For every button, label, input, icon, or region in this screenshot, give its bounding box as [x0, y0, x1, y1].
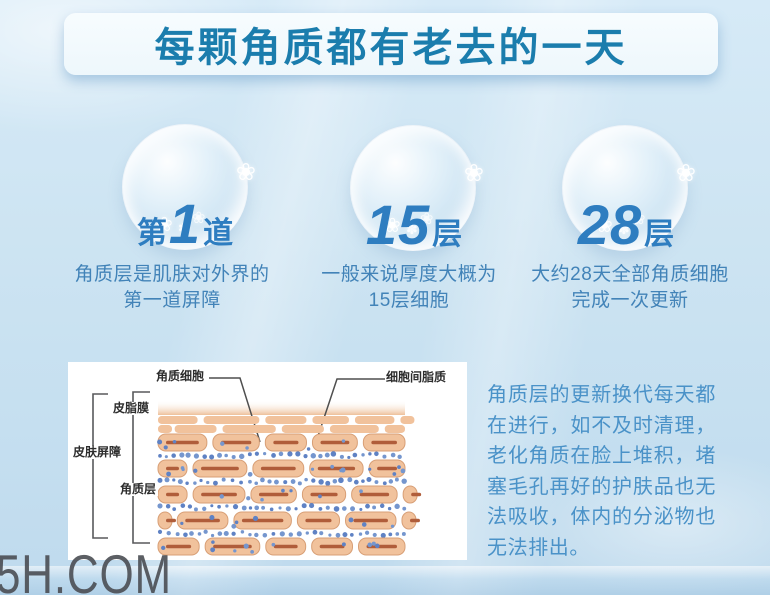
- bubble-1-suffix: 道: [203, 217, 234, 250]
- caption-line: 完成一次更新: [571, 290, 689, 311]
- bubble-3-suffix: 层: [644, 218, 675, 251]
- watermark: 5H.COM: [0, 543, 172, 595]
- cell-pattern: [157, 416, 422, 556]
- bubble-15-layers: ❀ ✽ ❀ ❀ 15 层: [350, 125, 484, 256]
- label-corneocyte: 角质细胞: [156, 369, 205, 383]
- caption-15-layers: 一般来说厚度大概为 15层细胞: [279, 262, 539, 314]
- label-intercellular-lipid: 细胞间脂质: [386, 370, 447, 384]
- caption-line: 大约28天全部角质细胞: [531, 264, 729, 285]
- bubble-3-number: 28: [577, 193, 643, 256]
- caption-line: 角质层是肌肤对外界的: [74, 264, 270, 285]
- skin-layer-diagram: 角质细胞 细胞间脂质 皮脂膜 皮肤屏障 角质层: [68, 362, 467, 560]
- bubble-1-text: 第 1 道: [122, 124, 248, 255]
- skin-barrier-bracket: [92, 393, 108, 539]
- bubble-2-text: 15 层: [350, 125, 476, 256]
- inner-layer-bracket: [132, 391, 150, 544]
- header-banner: 每颗角质都有老去的一天: [64, 13, 718, 75]
- page-title: 每颗角质都有老去的一天: [154, 26, 628, 70]
- explanatory-paragraph: 角质层的更新换代每天都在进行，如不及时清理，老化角质在脸上堆积，堵塞毛孔再好的护…: [487, 384, 716, 559]
- caption-step-1: 角质层是肌肤对外界的 第一道屏障: [42, 262, 302, 314]
- caption-line: 第一道屏障: [123, 290, 221, 311]
- bubble-1-number: 1: [168, 192, 202, 255]
- caption-line: 15层细胞: [368, 290, 450, 311]
- label-skin-barrier: 皮肤屏障: [71, 445, 124, 459]
- bubble-2-suffix: 层: [432, 218, 463, 251]
- label-sebum-film: 皮脂膜: [111, 401, 152, 415]
- bubble-1-prefix: 第: [136, 217, 167, 250]
- bubble-28-days: ❀ ✽ ❀ ❀ 28 层: [562, 125, 696, 256]
- bubble-step-1: ❀ ✽ ❀ ❀ 第 1 道: [122, 124, 256, 255]
- label-stratum-corneum: 角质层: [118, 482, 159, 496]
- sebum-film-layer: [158, 400, 405, 415]
- bubble-2-number: 15: [365, 193, 431, 256]
- bubble-3-text: 28 层: [562, 125, 688, 256]
- caption-28-days: 大约28天全部角质细胞 完成一次更新: [500, 262, 760, 314]
- caption-line: 一般来说厚度大概为: [321, 264, 497, 285]
- skin-diagram-graphic: [92, 377, 422, 556]
